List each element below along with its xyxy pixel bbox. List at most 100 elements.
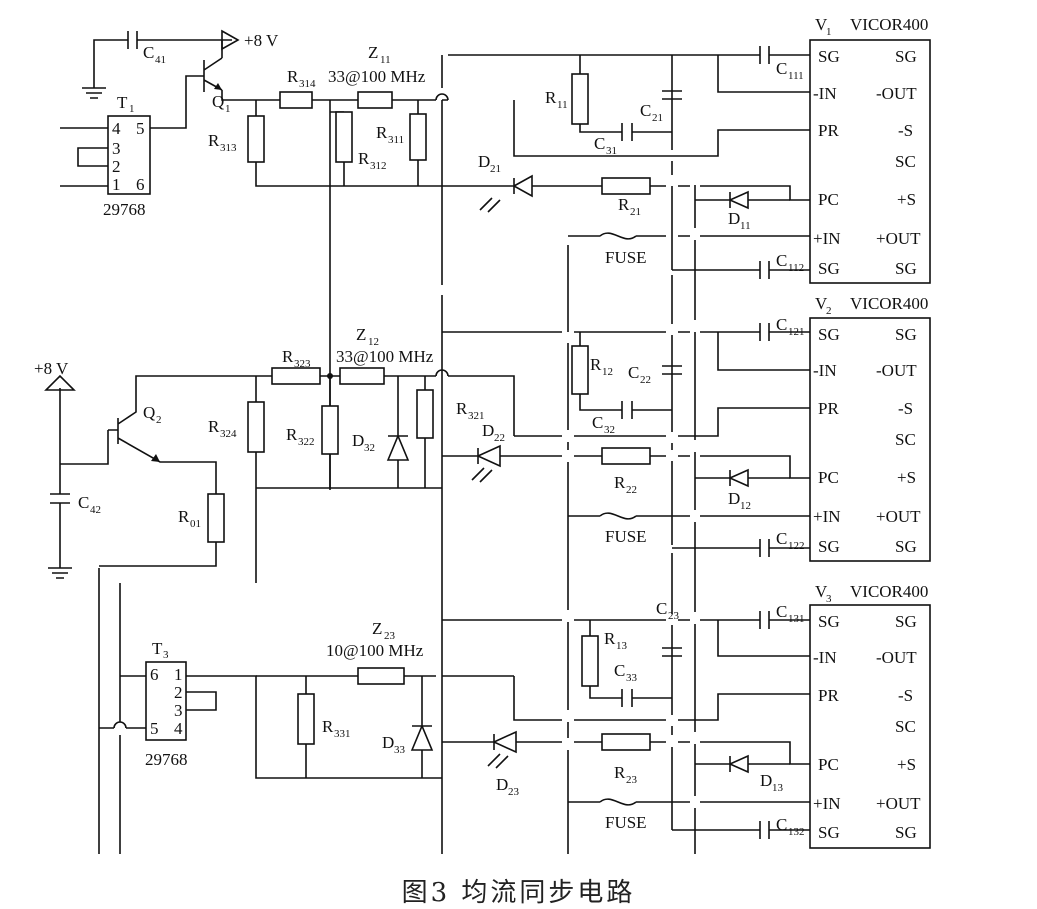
svg-text:SC: SC: [895, 430, 916, 449]
svg-text:23: 23: [508, 786, 520, 798]
svg-text:C: C: [776, 59, 787, 78]
svg-text:VICOR400: VICOR400: [850, 294, 928, 313]
svg-text:Z: Z: [356, 325, 366, 344]
svg-text:D: D: [496, 775, 508, 794]
svg-text:Z: Z: [372, 619, 382, 638]
svg-text:VICOR400: VICOR400: [850, 15, 928, 34]
svg-text:21: 21: [630, 206, 641, 218]
svg-text:V: V: [815, 582, 828, 601]
svg-text:131: 131: [788, 613, 805, 625]
svg-text:4: 4: [174, 719, 183, 738]
svg-text:132: 132: [788, 826, 805, 838]
svg-text:C: C: [594, 134, 605, 153]
svg-text:SG: SG: [818, 537, 840, 556]
vicor-module-v2: V2 VICOR400 SG -IN PR PC +IN SG SG -OUT …: [809, 294, 931, 562]
svg-text:32: 32: [604, 424, 615, 436]
svg-text:01: 01: [190, 518, 201, 530]
svg-text:PC: PC: [818, 190, 839, 209]
svg-text:3: 3: [163, 649, 169, 661]
svg-text:C: C: [78, 493, 89, 512]
svg-text:V: V: [815, 294, 828, 313]
svg-text:32: 32: [364, 442, 375, 454]
svg-text:SG: SG: [818, 612, 840, 631]
svg-text:+OUT: +OUT: [876, 507, 921, 526]
svg-text:-IN: -IN: [813, 84, 837, 103]
svg-text:324: 324: [220, 428, 237, 440]
svg-text:+8 V: +8 V: [244, 31, 279, 50]
svg-text:D: D: [728, 209, 740, 228]
svg-text:11: 11: [380, 54, 391, 66]
svg-text:21: 21: [490, 163, 501, 175]
figure-caption: 图3 均流同步电路: [401, 878, 636, 908]
svg-text:+OUT: +OUT: [876, 794, 921, 813]
svg-text:-IN: -IN: [813, 648, 837, 667]
svg-text:-IN: -IN: [813, 361, 837, 380]
svg-text:12: 12: [368, 336, 379, 348]
svg-text:1: 1: [174, 665, 183, 684]
svg-text:C: C: [776, 251, 787, 270]
svg-text:R: R: [282, 347, 294, 366]
svg-text:323: 323: [294, 358, 311, 370]
svg-text:C: C: [614, 661, 625, 680]
svg-text:11: 11: [557, 99, 568, 111]
svg-text:112: 112: [788, 262, 804, 274]
svg-text:R: R: [614, 473, 626, 492]
svg-text:D: D: [728, 489, 740, 508]
svg-text:29768: 29768: [145, 750, 188, 769]
svg-text:22: 22: [640, 374, 651, 386]
svg-text:SG: SG: [818, 325, 840, 344]
svg-text:T: T: [152, 639, 163, 658]
svg-text:2: 2: [174, 683, 183, 702]
svg-text:13: 13: [772, 782, 784, 794]
svg-text:SG: SG: [895, 259, 917, 278]
svg-text:322: 322: [298, 436, 315, 448]
svg-text:33@100 MHz: 33@100 MHz: [336, 347, 434, 366]
svg-text:R: R: [456, 399, 468, 418]
svg-text:11: 11: [740, 220, 751, 232]
svg-text:-OUT: -OUT: [876, 84, 917, 103]
svg-text:2: 2: [156, 414, 162, 426]
svg-text:R: R: [287, 67, 299, 86]
svg-text:311: 311: [388, 134, 404, 146]
svg-text:D: D: [382, 733, 394, 752]
svg-text:FUSE: FUSE: [605, 527, 647, 546]
svg-text:C: C: [640, 101, 651, 120]
svg-text:312: 312: [370, 160, 387, 172]
svg-text:R: R: [545, 88, 557, 107]
svg-text:23: 23: [668, 610, 680, 622]
svg-text:SG: SG: [818, 259, 840, 278]
svg-text:-OUT: -OUT: [876, 648, 917, 667]
svg-text:10@100 MHz: 10@100 MHz: [326, 641, 424, 660]
svg-text:22: 22: [494, 432, 505, 444]
vicor-module-v3: V3 VICOR400 SG -IN PR PC +IN SG SG -OUT …: [809, 582, 931, 849]
svg-text:3: 3: [112, 139, 121, 158]
svg-text:R: R: [178, 507, 190, 526]
svg-text:SC: SC: [895, 152, 916, 171]
svg-text:42: 42: [90, 504, 101, 516]
svg-text:C: C: [628, 363, 639, 382]
vicor-module-v1: V1 VICOR400 SG -IN PR PC +IN SG SG -OUT …: [809, 15, 931, 284]
svg-text:+S: +S: [897, 755, 916, 774]
svg-text:PR: PR: [818, 686, 839, 705]
svg-text:12: 12: [602, 366, 613, 378]
svg-text:6: 6: [136, 175, 145, 194]
svg-text:R: R: [208, 131, 220, 150]
svg-text:21: 21: [652, 112, 663, 124]
svg-text:Q: Q: [212, 92, 224, 111]
svg-text:+IN: +IN: [813, 229, 841, 248]
svg-text:5: 5: [150, 719, 159, 738]
svg-text:R: R: [376, 123, 388, 142]
svg-text:R: R: [618, 195, 630, 214]
svg-text:1: 1: [826, 26, 832, 38]
svg-text:R: R: [286, 425, 298, 444]
svg-text:R: R: [604, 629, 616, 648]
svg-text:33: 33: [394, 744, 406, 756]
svg-text:SG: SG: [895, 612, 917, 631]
svg-text:-S: -S: [898, 399, 913, 418]
svg-text:C: C: [776, 529, 787, 548]
vertical-buses: [98, 55, 696, 854]
